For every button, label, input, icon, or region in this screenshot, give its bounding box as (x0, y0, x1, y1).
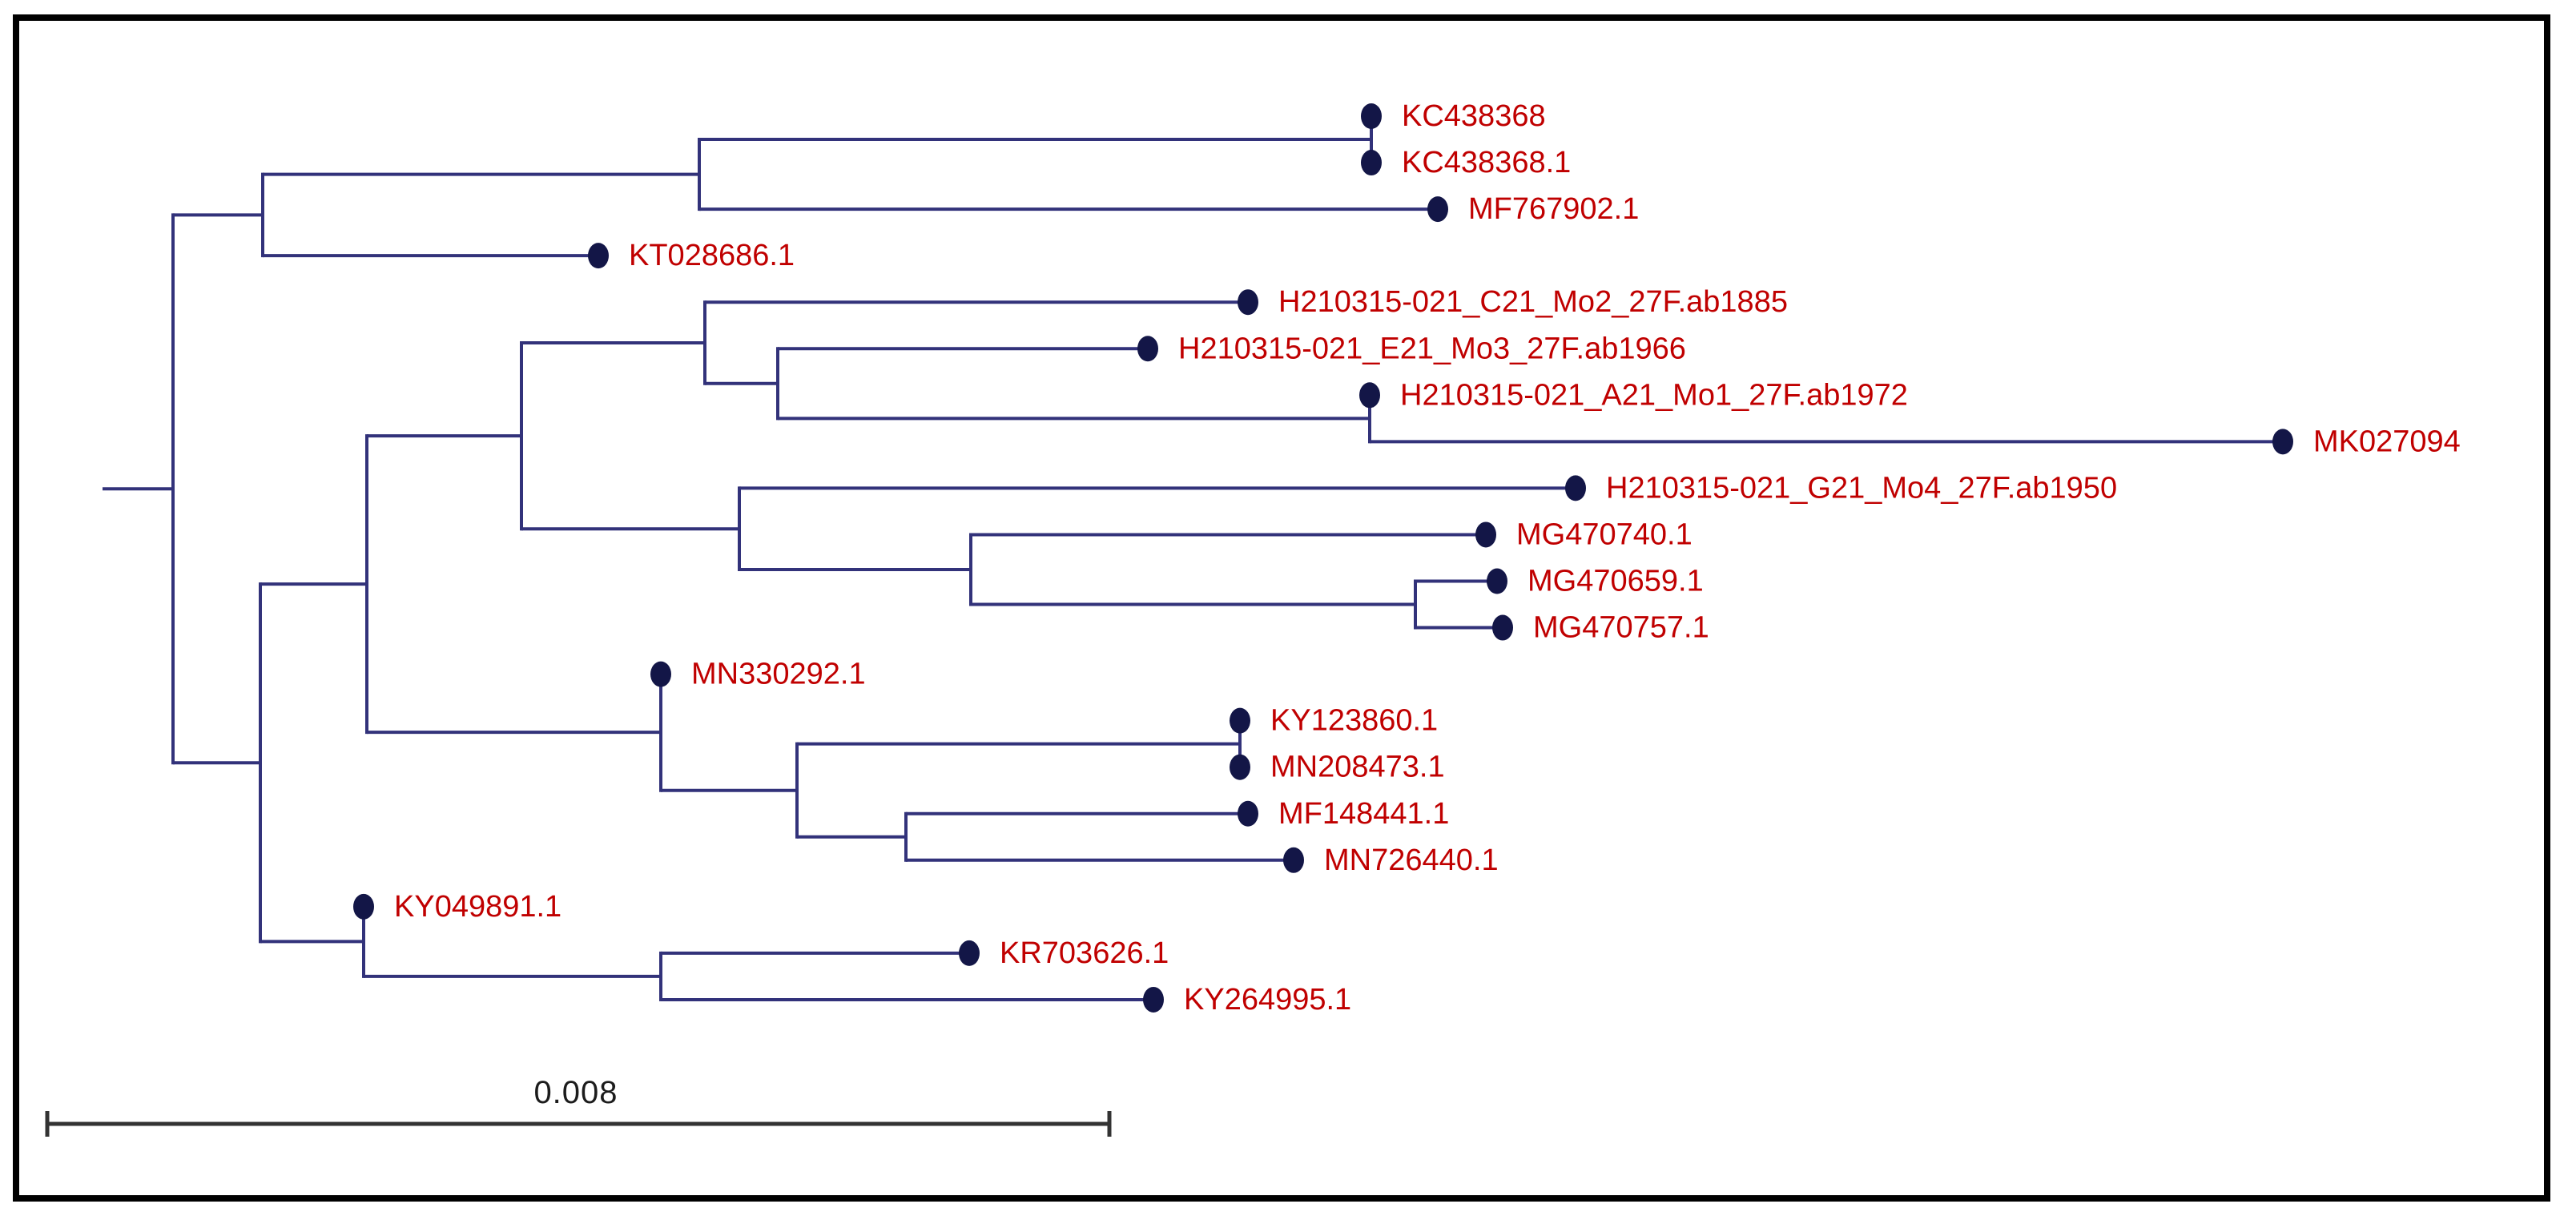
tip-dot (1492, 614, 1513, 641)
tip-label: KC438368.1 (1402, 146, 1571, 179)
tip-dot (650, 661, 671, 687)
figure-border (13, 14, 2550, 1202)
tip-dot (2272, 429, 2293, 455)
tip-dot (1565, 475, 1586, 501)
tip-dot (1361, 150, 1382, 176)
tip-label: KT028686.1 (629, 239, 795, 272)
tip-dot (1143, 986, 1164, 1013)
tip-dot (588, 243, 609, 269)
tip-label: MN330292.1 (691, 658, 866, 691)
tip-label: MG470757.1 (1533, 611, 1709, 645)
tip-label: MG470659.1 (1527, 565, 1704, 598)
tip-label: H210315-021_E21_Mo3_27F.ab1966 (1178, 332, 1686, 365)
tip-dot (1475, 521, 1496, 548)
tip-dot (1238, 800, 1258, 827)
tip-label: MG470740.1 (1516, 517, 1693, 551)
tip-label: KY123860.1 (1270, 704, 1438, 738)
tip-dot (959, 940, 980, 966)
tip-label: KC438368 (1402, 99, 1546, 133)
tip-label: KY264995.1 (1184, 983, 1351, 1017)
tip-dot (1361, 103, 1382, 129)
tip-dot (1359, 382, 1380, 409)
tip-dot (1283, 847, 1304, 873)
tip-label: MK027094 (2313, 425, 2461, 458)
tip-dot (1230, 754, 1250, 780)
tip-label: H210315-021_C21_Mo2_27F.ab1885 (1278, 285, 1788, 319)
tip-label: MN208473.1 (1270, 751, 1445, 784)
tip-dot (1230, 707, 1250, 734)
tip-dot (1487, 568, 1507, 594)
tip-label: MF767902.1 (1468, 192, 1639, 226)
tip-label: KY049891.1 (394, 890, 561, 924)
tip-dot (353, 893, 374, 920)
tip-dot (1427, 196, 1448, 223)
tip-label: H210315-021_A21_Mo1_27F.ab1972 (1400, 378, 1908, 412)
tip-label: KR703626.1 (1000, 936, 1169, 970)
tip-label: MN726440.1 (1324, 844, 1499, 877)
tip-label: MF148441.1 (1278, 797, 1449, 831)
tip-dot (1137, 336, 1158, 362)
tip-dot (1238, 289, 1258, 316)
scalebar-label: 0.008 (533, 1075, 618, 1110)
tip-label: H210315-021_G21_Mo4_27F.ab1950 (1606, 471, 2117, 505)
